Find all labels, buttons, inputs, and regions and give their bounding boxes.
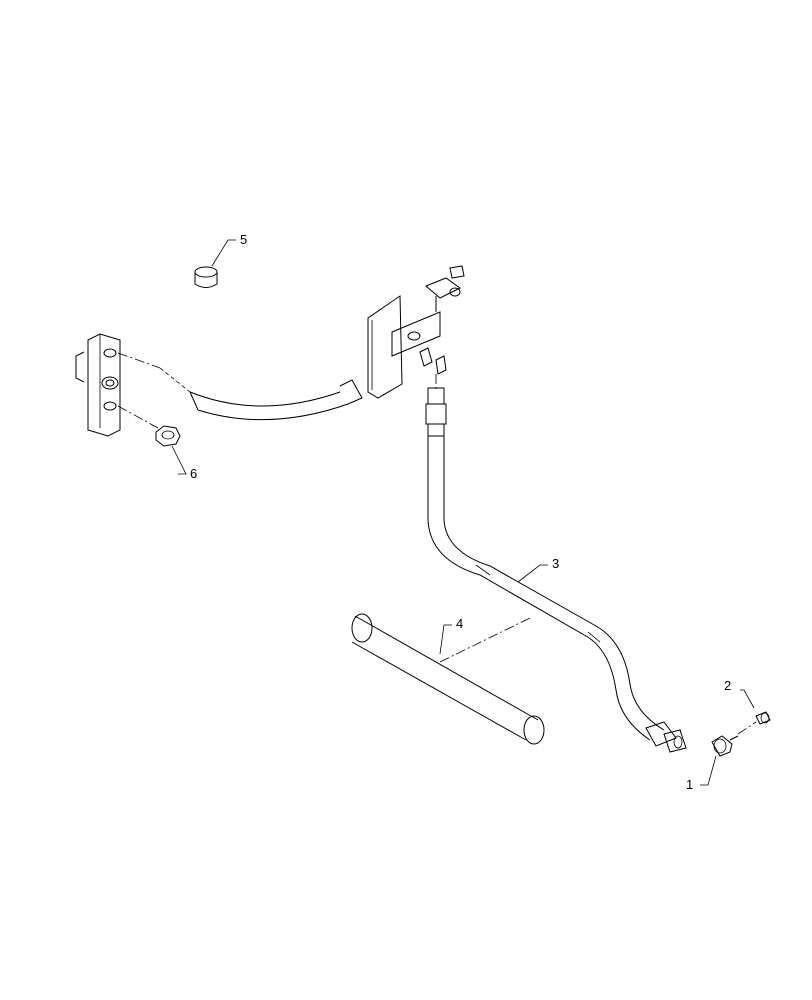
callout-2: 2 xyxy=(724,678,731,693)
callout-1: 1 xyxy=(686,777,693,792)
part-5-cap xyxy=(194,266,218,288)
callout-5: 5 xyxy=(240,232,247,247)
part-2-fitting xyxy=(755,711,771,725)
part-1-fitting xyxy=(711,721,757,757)
existing-hose-left xyxy=(117,352,363,429)
callout-6: 6 xyxy=(190,466,197,481)
callout-3: 3 xyxy=(552,556,559,571)
leader-lines xyxy=(171,239,755,786)
part-6-nut xyxy=(155,425,181,447)
manifold-block xyxy=(75,333,121,437)
bracket-fittings xyxy=(419,347,447,392)
part-3-hose xyxy=(425,387,687,753)
mounting-bracket xyxy=(367,265,465,399)
part-4-sleeve xyxy=(351,613,545,745)
callout-4: 4 xyxy=(456,616,463,631)
